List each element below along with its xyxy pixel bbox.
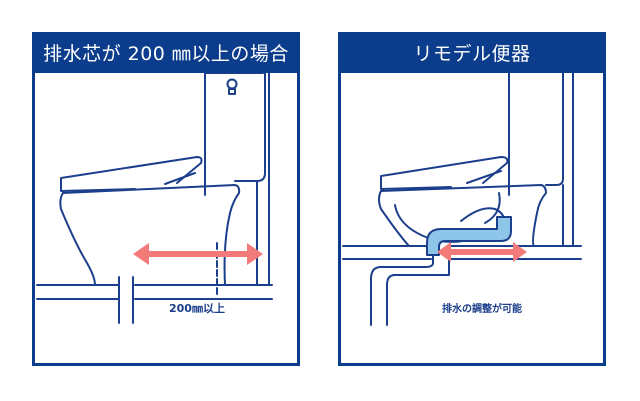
panel-title: リモデル便器 xyxy=(338,32,606,73)
toilet-diagram-remodel xyxy=(342,73,582,326)
drain-distance-label: 200㎜以上 xyxy=(168,300,226,316)
panel-remodel-toilet: リモデル便器 xyxy=(338,32,606,366)
panel-standard-drain: 排水芯が 200 ㎜以上の場合 xyxy=(32,32,300,366)
drain-adjust-label: 排水の調整が可能 xyxy=(441,300,523,315)
toilet-diagram-standard xyxy=(36,73,273,324)
panel-title: 排水芯が 200 ㎜以上の場合 xyxy=(32,32,300,73)
